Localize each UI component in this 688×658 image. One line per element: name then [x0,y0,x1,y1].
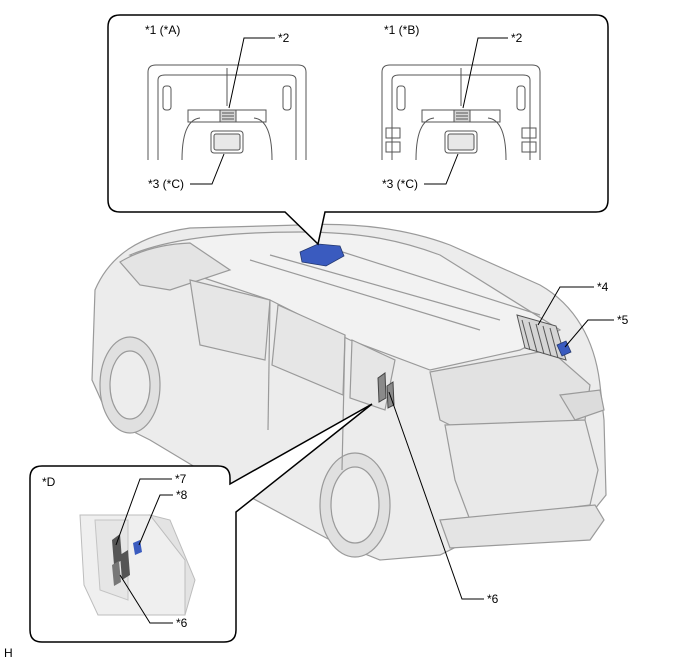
figure-code: H [4,646,13,658]
label-view-a: *1 (*A) [145,23,180,37]
label-6-detail: *6 [176,616,188,630]
overhead-console-b [381,64,541,161]
label-5: *5 [617,313,629,327]
main-leader-lines [388,286,614,600]
detail-leader-lines [115,478,173,624]
label-view-b: *1 (*B) [384,23,419,37]
top-callout [107,14,609,246]
top-leader-lines [190,37,508,185]
label-3-left: *3 (*C) [148,177,184,191]
label-detail-d: *D [42,475,56,489]
label-2-right: *2 [511,31,523,45]
label-3-right: *3 (*C) [382,177,418,191]
label-6-main: *6 [487,592,499,606]
detail-pillar-drawing [79,514,196,616]
label-4: *4 [597,280,609,294]
label-8: *8 [176,488,188,502]
label-2-left: *2 [278,31,290,45]
label-7: *7 [175,472,187,486]
rear-vent-grille [516,314,567,361]
overhead-console-a [147,64,307,161]
